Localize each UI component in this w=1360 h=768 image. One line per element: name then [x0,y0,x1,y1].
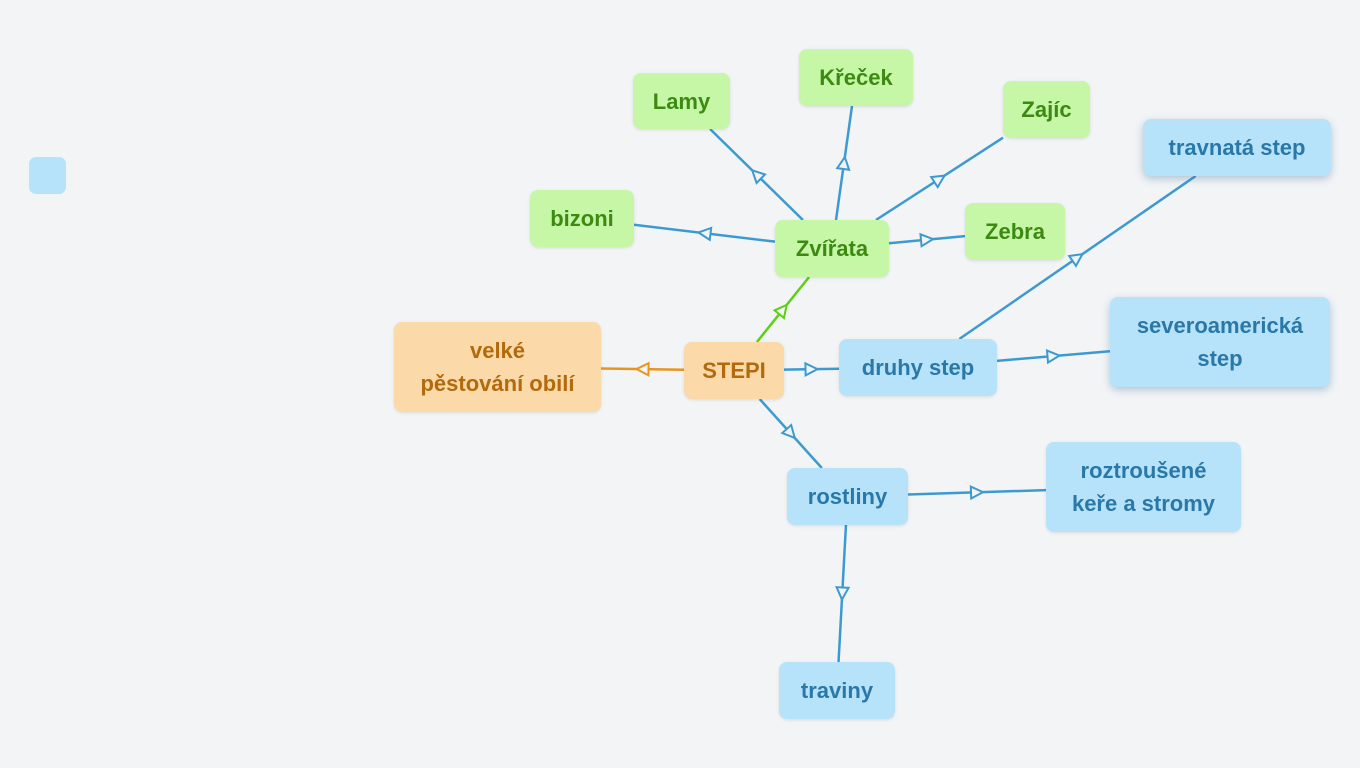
node-traviny[interactable]: traviny [779,662,895,719]
node-bizoni[interactable]: bizoni [530,190,634,247]
edge-arrow-stepi-zvirata [772,303,789,320]
node-severoamericka-step[interactable]: severoamerická step [1110,297,1330,387]
node-velke-pestovani-obili[interactable]: velké pěstování obilí [394,322,601,412]
node-stepi[interactable]: STEPI [684,342,784,399]
node-zajic[interactable]: Zajíc [1003,81,1090,138]
edge-arrow-zvirata-bizoni [696,226,713,242]
edge-arrow-rostliny-traviny [835,586,851,602]
node-travnata-step[interactable]: travnatá step [1143,119,1331,176]
edge-arrow-stepi-druhy_step [804,361,820,377]
node-lamy[interactable]: Lamy [633,73,730,129]
node-krecek[interactable]: Křeček [799,49,913,106]
edge-arrow-zvirata-krecek [835,154,851,171]
palette-swatch[interactable] [29,157,66,194]
edge-arrow-druhy_step-severoamericka_step [1045,349,1062,365]
node-zebra[interactable]: Zebra [965,203,1065,260]
node-zvirata[interactable]: Zvířata [775,220,889,277]
edge-arrow-druhy_step-travnata_step [1067,252,1085,268]
node-druhy-step[interactable]: druhy step [839,339,997,396]
edge-arrow-stepi-velke_pestovani [634,361,650,377]
edge-arrow-zvirata-zebra [919,232,936,248]
edge-arrow-rostliny-roztrousene [969,484,986,501]
node-roztrousene-kere-a-stromy[interactable]: roztroušené keře a stromy [1046,442,1241,532]
edge-arrow-zvirata-zajic [929,174,947,190]
node-rostliny[interactable]: rostliny [787,468,908,525]
edge-arrow-stepi-rostliny [780,423,797,440]
edge-arrow-zvirata-lamy [750,168,767,185]
